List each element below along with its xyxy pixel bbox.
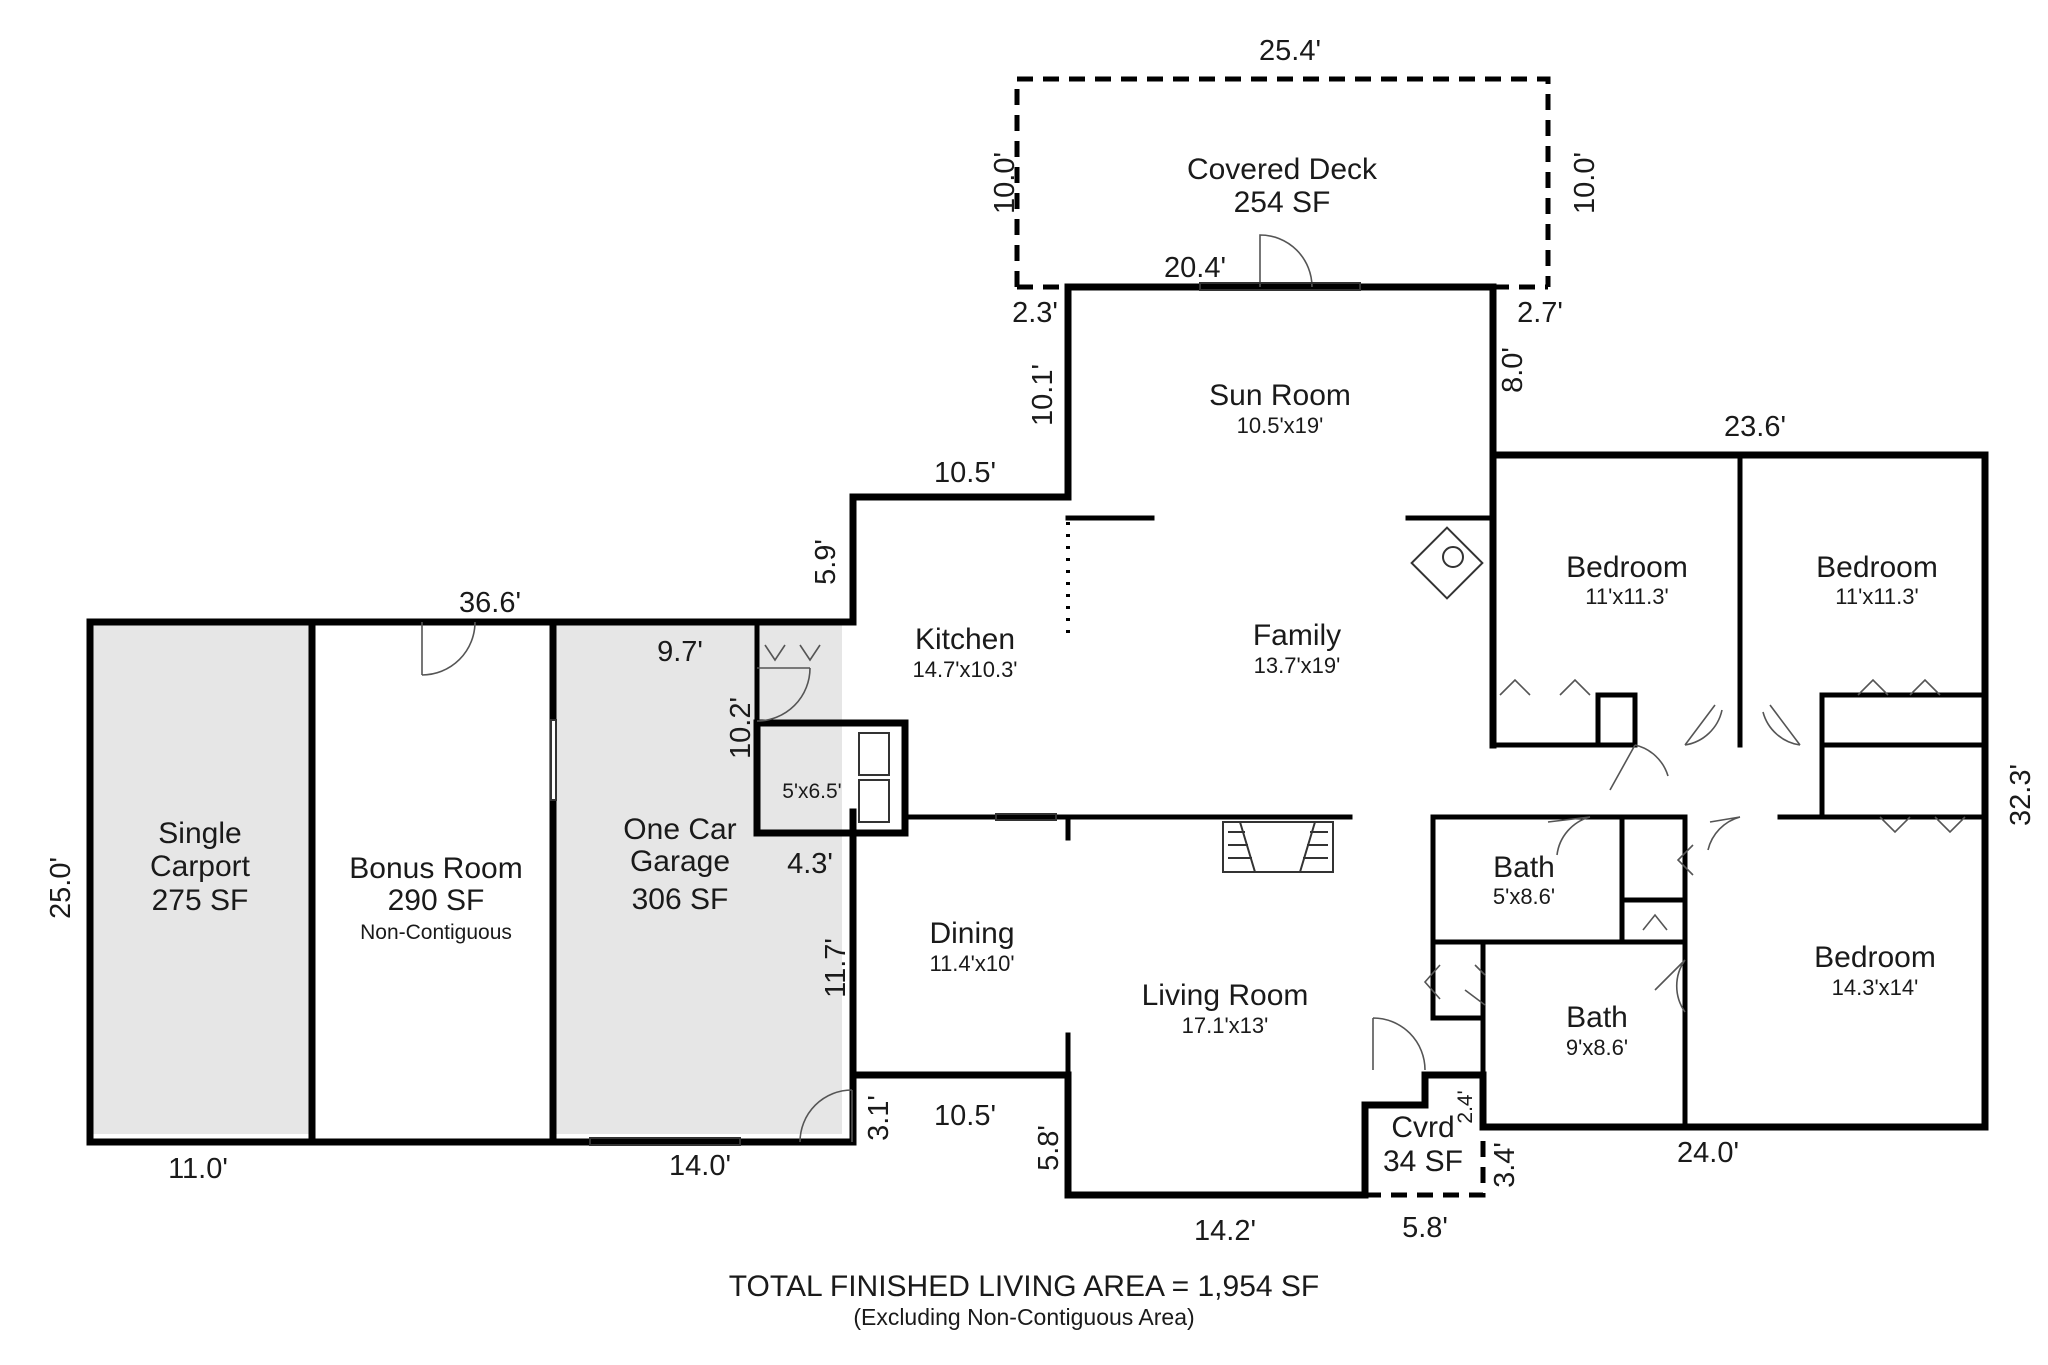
dim-bedrooms-top: 23.6' [1724, 411, 1786, 443]
bedroom2-closet [1819, 692, 1988, 748]
dim-dining-bottom: 10.5' [934, 1100, 996, 1132]
bedroom1-closet [1490, 692, 1638, 748]
total-living-area-note: (Excluding Non-Contiguous Area) [853, 1304, 1194, 1330]
laundry-walls [753, 719, 909, 837]
dim-laundry-bottom: 4.3' [787, 848, 833, 880]
dim-deck-right: 10.0' [1569, 152, 1601, 214]
bath-closet [1619, 897, 1688, 945]
bedroom1-name: Bedroom [1566, 551, 1688, 584]
bath2-dims: 9'x8.6' [1566, 1035, 1628, 1060]
sun-room-dims: 10.5'x19' [1237, 413, 1324, 438]
dim-kitchen-step: 5.9' [810, 539, 842, 585]
kitchen-dims: 14.7'x10.3' [912, 657, 1017, 682]
living-room-dims: 17.1'x13' [1182, 1013, 1269, 1038]
dim-kitchen-left: 10.2' [725, 697, 757, 759]
dim-carport-bottom: 11.0' [168, 1153, 228, 1185]
bedroom2-name: Bedroom [1816, 551, 1938, 584]
dim-garage-bottom: 14.0' [669, 1150, 731, 1182]
cvrd-outline [1365, 1132, 1486, 1198]
dim-deck-left: 10.0' [989, 152, 1021, 214]
carport-name-line1: Single [158, 817, 241, 850]
dim-cvrd-right-top: 2.4' [1454, 1090, 1477, 1123]
carport-area-label: 275 SF [152, 884, 249, 917]
door-swings [421, 234, 1801, 1143]
carport-area [90, 622, 312, 1134]
covered-deck-area: 254 SF [1234, 186, 1331, 219]
cvrd-area: 34 SF [1383, 1145, 1463, 1178]
garage-name-line1: One Car [623, 813, 736, 846]
total-living-area: TOTAL FINISHED LIVING AREA = 1,954 SF [729, 1270, 1320, 1303]
bonus-room-name: Bonus Room [349, 852, 522, 885]
dim-bedroom-bottom: 24.0' [1677, 1137, 1739, 1169]
closet-bifold-doors [764, 644, 1966, 1000]
washer-icon [858, 732, 890, 776]
dryer-icon [858, 779, 890, 823]
living-room-name: Living Room [1142, 979, 1309, 1012]
water-heater-icon [1410, 526, 1484, 600]
dining-name: Dining [929, 917, 1014, 950]
cvrd-name: Cvrd [1391, 1111, 1454, 1144]
dim-cvrd-bottom: 5.8' [1402, 1212, 1448, 1244]
garage-outline [86, 618, 857, 1146]
dim-right-side: 32.3' [2005, 764, 2037, 826]
bedroom2-dims: 11'x11.3' [1835, 584, 1918, 609]
bonus-room-note: Non-Contiguous [360, 921, 512, 944]
carport-name-line2: Carport [150, 850, 251, 883]
exterior-wall [849, 283, 1989, 1199]
laundry-dims: 5'x6.5' [782, 780, 841, 803]
bonus-room-area: 290 SF [388, 884, 485, 917]
bedroom1-dims: 11'x11.3' [1585, 584, 1668, 609]
covered-deck-outline [1014, 76, 1551, 287]
garage-area-label: 306 SF [632, 883, 729, 916]
bath1-name: Bath [1493, 851, 1555, 884]
sun-room-name: Sun Room [1209, 379, 1351, 412]
dim-living-step: 5.8' [1033, 1125, 1065, 1171]
garage-area [553, 622, 842, 1134]
family-dims: 13.7'x19' [1254, 653, 1341, 678]
dim-sunroom-left: 10.1' [1027, 364, 1059, 426]
dim-sunroom-top: 20.4' [1164, 252, 1226, 284]
dim-garage-top: 9.7' [657, 636, 703, 668]
covered-deck-name: Covered Deck [1187, 153, 1378, 186]
dim-carport-height: 25.0' [45, 857, 77, 919]
dim-left-offset: 2.3' [1012, 297, 1058, 329]
dim-overall-left: 36.6' [459, 587, 521, 619]
bedroom3-dims: 14.3'x14' [1832, 975, 1919, 1000]
fireplace-icon [1222, 821, 1334, 873]
linen-closet [1819, 742, 1988, 820]
dim-dining-step: 3.1' [863, 1095, 895, 1141]
dim-right-offset: 2.7' [1517, 297, 1563, 329]
dim-sunroom-right: 8.0' [1497, 347, 1529, 393]
dim-deck-width: 25.4' [1259, 35, 1321, 67]
bath2-name: Bath [1566, 1001, 1628, 1034]
sliding-door-marks [550, 282, 1361, 1146]
exterior-wall-kitchen [849, 493, 1072, 626]
dining-dims: 11.4'x10' [929, 951, 1014, 976]
family-name: Family [1253, 619, 1341, 652]
dim-kitchen-top: 10.5' [934, 457, 996, 489]
garage-name-line2: Garage [630, 845, 730, 878]
dim-cvrd-right-bottom: 3.4' [1489, 1142, 1521, 1188]
bath1-dims: 5'x8.6' [1493, 884, 1555, 909]
dim-dining-left: 11.7' [820, 938, 852, 998]
dim-living-bottom: 14.2' [1194, 1215, 1256, 1247]
bath-area-walls [1430, 814, 1683, 1021]
bedroom3-name: Bedroom [1814, 941, 1936, 974]
kitchen-name: Kitchen [915, 623, 1015, 656]
